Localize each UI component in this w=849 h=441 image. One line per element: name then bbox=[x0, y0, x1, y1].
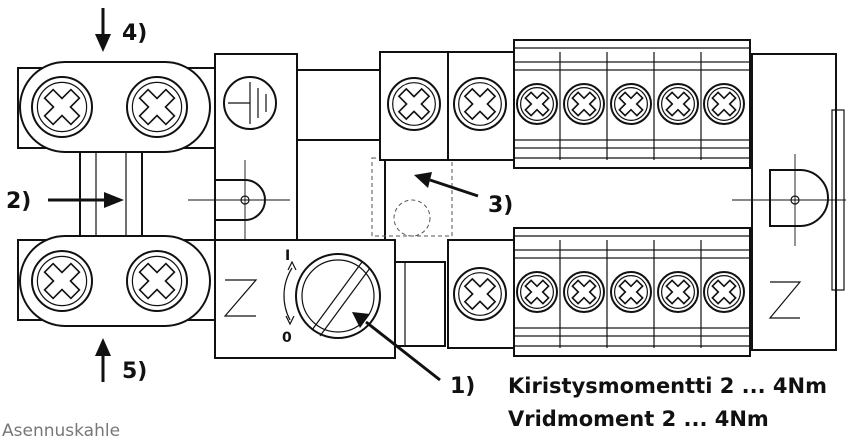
callout-3-label: 3) bbox=[488, 193, 513, 218]
clamp-screw-bottom-right[interactable] bbox=[126, 250, 188, 312]
clamp-bridge-plate bbox=[79, 147, 143, 241]
large-screws bbox=[31, 76, 507, 321]
arrow-3 bbox=[429, 178, 479, 198]
terminal-screw-upper-small-2[interactable] bbox=[563, 83, 605, 125]
neutral-switch-block bbox=[214, 239, 446, 359]
terminal-screw-lower-small-3[interactable] bbox=[610, 271, 652, 313]
rotation-arc bbox=[283, 267, 293, 321]
terminal-screw-lower-small-1[interactable] bbox=[516, 271, 558, 313]
terminal-screw-upper-small-4[interactable] bbox=[657, 83, 699, 125]
dial-off-mark: 0 bbox=[282, 330, 292, 346]
terminal-screw-upper-small-5[interactable] bbox=[703, 83, 745, 125]
neutral-link bbox=[394, 261, 446, 347]
terminal-screw-lower-small-4[interactable] bbox=[657, 271, 699, 313]
installation-note: Asennuskahle bbox=[2, 421, 121, 441]
callout-5-label: 5) bbox=[122, 359, 147, 384]
terminal-screw-lower-1[interactable] bbox=[453, 267, 507, 321]
torque-sv: Vridmoment 2 ... 4Nm bbox=[508, 407, 769, 431]
isolation-dial[interactable] bbox=[295, 253, 381, 339]
callout-1-label: 1) bbox=[450, 374, 475, 399]
n-symbol-left bbox=[223, 279, 258, 317]
terminal-screw-upper-small-3[interactable] bbox=[610, 83, 652, 125]
dial-on-mark: I bbox=[285, 248, 290, 264]
right-end-block bbox=[751, 53, 845, 351]
terminal-screw-upper-1[interactable] bbox=[387, 77, 441, 131]
clamp-screw-top-right[interactable] bbox=[126, 76, 188, 138]
small-screws bbox=[516, 83, 745, 313]
terminal-screw-lower-small-5[interactable] bbox=[703, 271, 745, 313]
callout-4-label: 4) bbox=[122, 21, 147, 46]
earth-terminal bbox=[214, 53, 298, 241]
callout-2-label: 2) bbox=[6, 189, 31, 214]
mounting-rail bbox=[296, 139, 386, 241]
callout-arrows bbox=[48, 8, 479, 382]
terminal-screw-lower-small-2[interactable] bbox=[563, 271, 605, 313]
mounting-rail-top bbox=[296, 69, 386, 141]
torque-fi: Kiristysmomentti 2 ... 4Nm bbox=[508, 374, 827, 398]
n-symbol-right bbox=[768, 281, 802, 319]
terminal-screw-upper-2[interactable] bbox=[453, 77, 507, 131]
hidden-hole bbox=[393, 199, 431, 237]
arrow-1 bbox=[365, 320, 441, 382]
clamp-screw-bottom-left[interactable] bbox=[31, 250, 93, 312]
clamp-screw-top-left[interactable] bbox=[31, 76, 93, 138]
terminal-screw-upper-small-1[interactable] bbox=[516, 83, 558, 125]
